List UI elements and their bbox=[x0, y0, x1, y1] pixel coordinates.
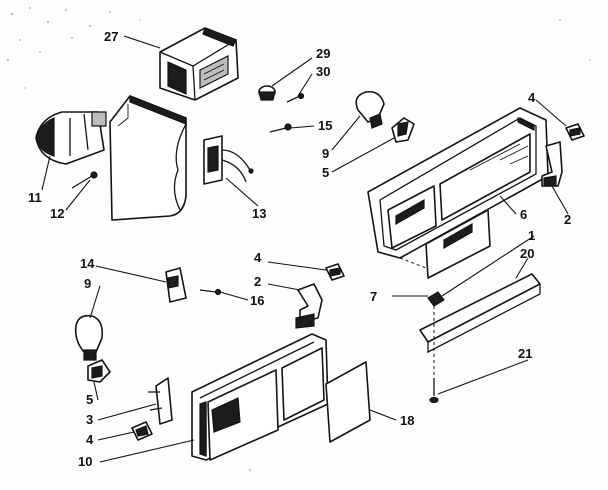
part-10-lower-panel bbox=[191, 333, 329, 461]
part-14-bracket bbox=[165, 267, 187, 303]
label-9-lower: 9 bbox=[84, 276, 91, 291]
label-29: 29 bbox=[316, 46, 330, 61]
part-5-socket-upper bbox=[391, 117, 415, 143]
part-4-lamp-lower bbox=[131, 421, 153, 441]
part-2-bracket-upper bbox=[541, 141, 563, 187]
label-2-middle: 2 bbox=[254, 274, 261, 289]
part-door-panel bbox=[109, 95, 187, 221]
assembly-guide bbox=[399, 257, 427, 269]
label-16: 16 bbox=[250, 293, 264, 308]
part-3-bracket bbox=[148, 377, 173, 425]
part-18-cover-plate bbox=[325, 361, 371, 443]
part-7-clip bbox=[427, 291, 445, 307]
label-15: 15 bbox=[318, 118, 332, 133]
part-16-screw bbox=[199, 288, 222, 296]
label-20: 20 bbox=[520, 246, 534, 261]
part-4-lamp-middle bbox=[325, 263, 345, 281]
label-21: 21 bbox=[518, 346, 532, 361]
part-29-lamp-socket bbox=[258, 85, 276, 101]
label-5-upper: 5 bbox=[322, 165, 329, 180]
part-20-trim-strip bbox=[419, 273, 541, 354]
label-12: 12 bbox=[50, 206, 64, 221]
part-15-screw bbox=[269, 123, 292, 133]
label-10: 10 bbox=[78, 454, 92, 469]
label-11: 11 bbox=[28, 190, 42, 205]
label-13: 13 bbox=[252, 206, 266, 221]
part-6-control-panel bbox=[367, 107, 549, 259]
scan-noise bbox=[7, 7, 591, 471]
label-6: 6 bbox=[520, 207, 527, 222]
part-21-screw bbox=[429, 378, 439, 404]
part-13-switch bbox=[203, 135, 254, 185]
part-9-bulb-upper bbox=[355, 90, 385, 129]
label-14: 14 bbox=[80, 256, 95, 271]
callout-labels: 27 29 30 15 11 12 13 9 5 4 2 6 1 20 7 21… bbox=[28, 29, 571, 469]
part-1-lens bbox=[425, 209, 491, 279]
label-2-upper: 2 bbox=[564, 212, 571, 227]
label-30: 30 bbox=[316, 64, 330, 79]
part-5-socket-lower bbox=[87, 359, 111, 383]
label-18: 18 bbox=[400, 413, 414, 428]
label-9-upper: 9 bbox=[322, 146, 329, 161]
part-12-screw bbox=[71, 171, 98, 189]
part-30-screw bbox=[286, 92, 305, 103]
part-27-dispenser-housing bbox=[159, 27, 239, 101]
label-4-upper: 4 bbox=[528, 90, 536, 105]
part-9-bulb-lower bbox=[74, 314, 104, 361]
label-7: 7 bbox=[370, 289, 377, 304]
label-4-lower: 4 bbox=[86, 432, 94, 447]
label-4-middle: 4 bbox=[254, 250, 262, 265]
label-1: 1 bbox=[528, 228, 535, 243]
label-3: 3 bbox=[86, 412, 93, 427]
label-5-lower: 5 bbox=[86, 392, 93, 407]
label-27: 27 bbox=[104, 29, 118, 44]
part-11-lamp-cover bbox=[35, 111, 107, 165]
leader-lines bbox=[41, 35, 569, 463]
part-4-lamp-upper bbox=[565, 123, 585, 141]
part-2-bracket-middle bbox=[295, 283, 323, 329]
